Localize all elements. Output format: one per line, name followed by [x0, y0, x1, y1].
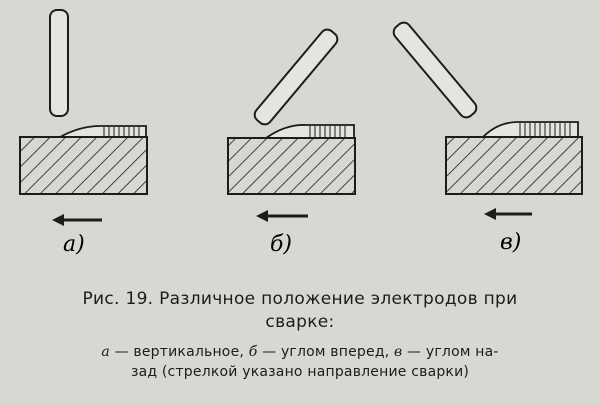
- panel-a: а): [19, 9, 148, 257]
- legend-text-a: — вертикальное,: [109, 344, 249, 360]
- workpiece-v: [445, 136, 583, 195]
- panel-label-a: а): [63, 232, 85, 257]
- legend-line2: зад (стрелкой указано направление сварки…: [130, 364, 470, 380]
- panel-label-v: в): [500, 230, 521, 255]
- figure-caption-line1: Рис. 19. Различное положение электродов …: [82, 289, 518, 309]
- panel-v: в): [392, 21, 583, 255]
- electrode-backward: [392, 21, 478, 119]
- figure-caption-line2: сварке:: [265, 312, 335, 332]
- electrode-forward: [253, 28, 339, 126]
- direction-arrow-a: [52, 214, 102, 226]
- weld-ripples-v: [519, 123, 571, 137]
- direction-arrow-v: [484, 208, 532, 220]
- legend-letter-a: а: [101, 344, 110, 360]
- electrode-positions-figure: а) б): [19, 9, 583, 257]
- weld-bead-a: [59, 125, 147, 138]
- weld-ripples-a: [103, 127, 140, 137]
- panel-label-b: б): [270, 232, 292, 257]
- legend-letter-b: б: [248, 344, 258, 360]
- weld-ripples-b: [309, 126, 346, 138]
- legend-letter-v: в: [394, 344, 403, 360]
- workpiece-a: [19, 136, 148, 195]
- legend-text-b: — углом вперед,: [257, 344, 395, 360]
- panel-b: б): [227, 28, 356, 257]
- legend-text-v: — углом на-: [402, 344, 499, 360]
- legend-line1: а — вертикальное, б — углом вперед, в — …: [0, 344, 600, 360]
- direction-arrow-b: [256, 210, 308, 222]
- electrode-vertical: [49, 9, 69, 117]
- workpiece-b: [227, 137, 356, 195]
